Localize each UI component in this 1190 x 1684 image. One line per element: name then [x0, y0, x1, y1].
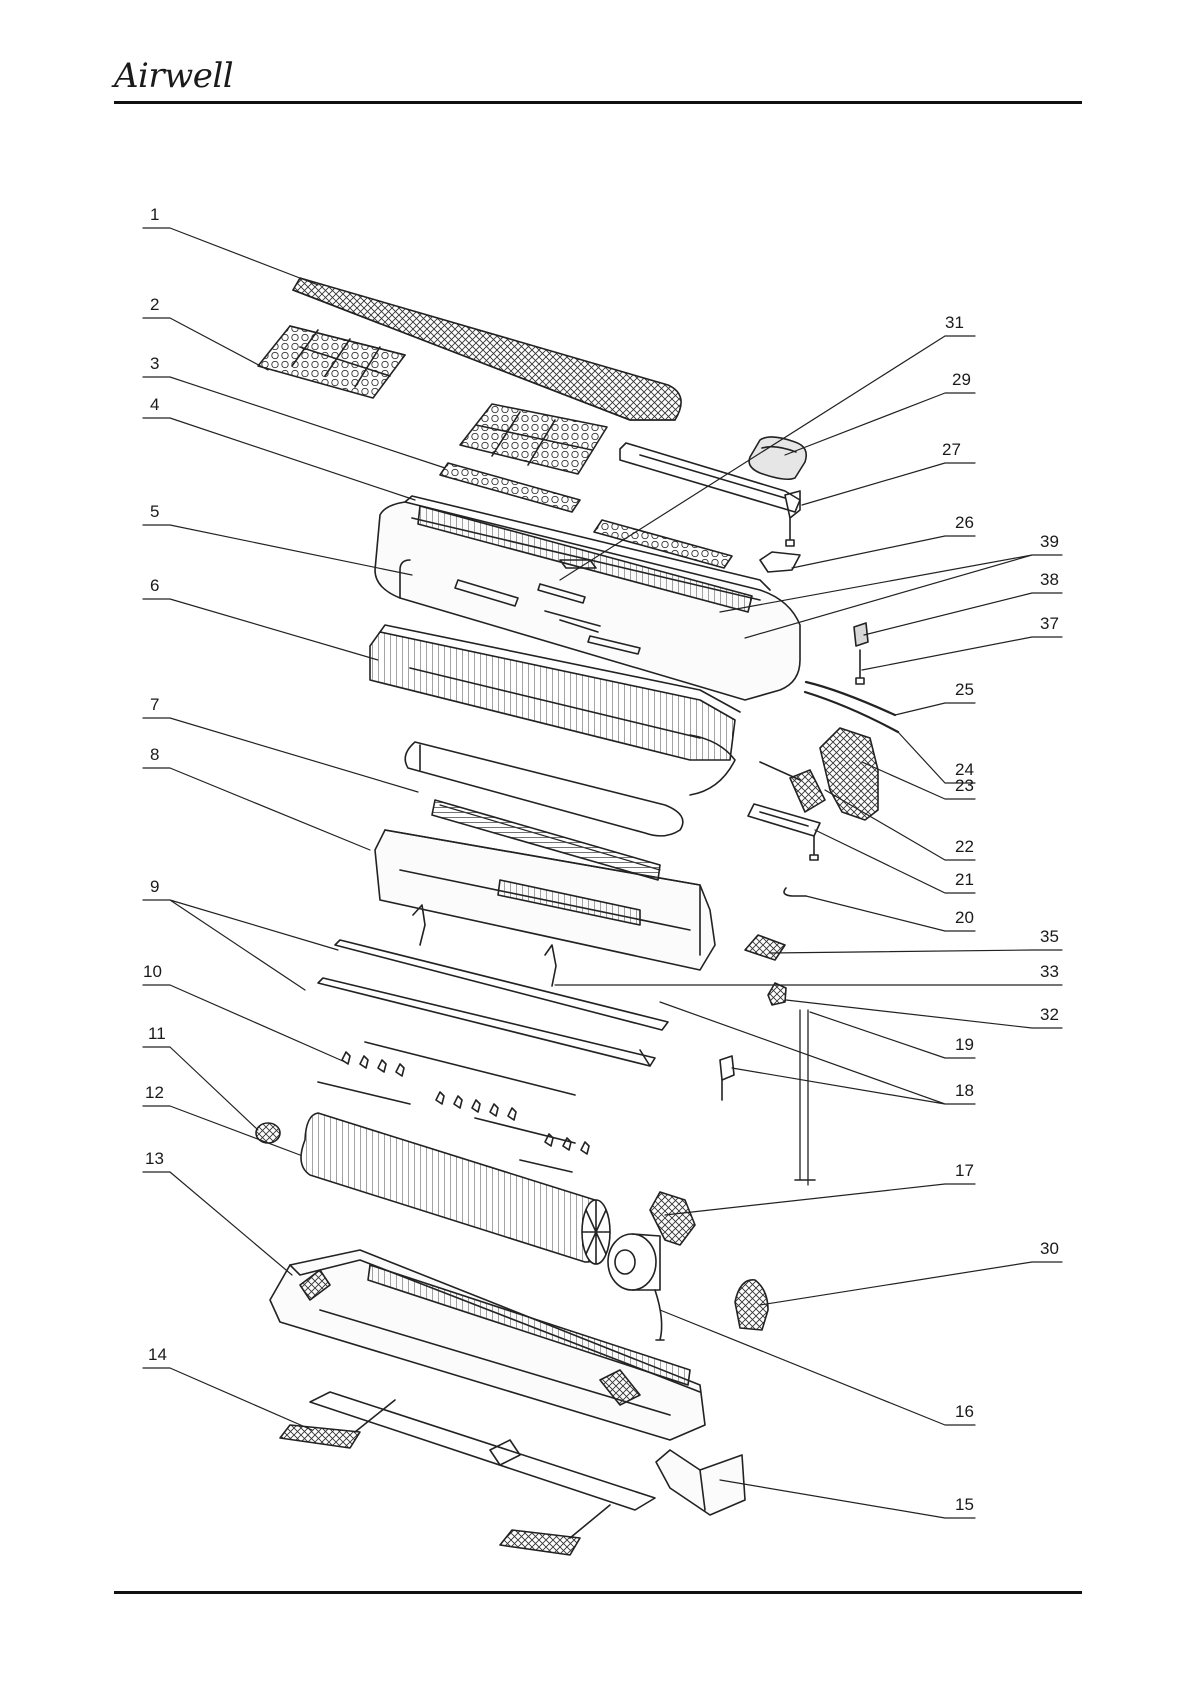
callout-label-19: 19 [955, 1035, 974, 1054]
cross-flow-fan [301, 1113, 610, 1264]
louver-motor-right [545, 945, 556, 986]
callout-label-33: 33 [1040, 962, 1059, 981]
sensor-lead [856, 650, 864, 684]
callout-label-23: 23 [955, 776, 974, 795]
callout-label-35: 35 [1040, 927, 1059, 946]
filter-strip-left [440, 463, 580, 512]
bracket-plate [760, 552, 800, 572]
callout-label-17: 17 [955, 1161, 974, 1180]
small-bracket [745, 935, 785, 960]
callout-label-22: 22 [955, 837, 974, 856]
callout-label-15: 15 [955, 1495, 974, 1514]
callout-label-32: 32 [1040, 1005, 1059, 1024]
thermistor-lead [784, 888, 806, 896]
callout-label-6: 6 [150, 576, 159, 595]
air-filter-left [258, 326, 405, 398]
motor-bracket [650, 1192, 695, 1245]
swing-motor [768, 983, 786, 1005]
callout-label-27: 27 [942, 440, 961, 459]
callout-label-9: 9 [150, 877, 159, 896]
callout-label-39: 39 [1040, 532, 1059, 551]
louver-lower [318, 978, 655, 1066]
callout-label-8: 8 [150, 745, 159, 764]
control-box [760, 728, 878, 820]
step-motor [720, 1056, 734, 1100]
callout-label-11: 11 [148, 1024, 166, 1043]
callout-label-13: 13 [145, 1149, 164, 1168]
callout-label-16: 16 [955, 1402, 974, 1421]
coil-tube [405, 742, 683, 836]
callout-label-10: 10 [143, 962, 162, 981]
remote-control [749, 437, 806, 479]
callout-label-30: 30 [1040, 1239, 1059, 1258]
callout-label-29: 29 [952, 370, 971, 389]
air-filter-right [460, 404, 607, 474]
callout-label-7: 7 [150, 695, 159, 714]
callout-label-26: 26 [955, 513, 974, 532]
callout-label-25: 25 [955, 680, 974, 699]
wiring-harness [795, 1010, 815, 1185]
drain-pan [375, 800, 715, 970]
callout-label-20: 20 [955, 908, 974, 927]
fan-motor [608, 1234, 664, 1340]
electronic-card [748, 804, 820, 860]
callout-label-5: 5 [150, 502, 159, 521]
base-chassis [270, 1250, 705, 1440]
callout-label-37: 37 [1040, 614, 1059, 633]
callout-label-3: 3 [150, 354, 159, 373]
callout-label-4: 4 [150, 395, 159, 414]
callout-label-31: 31 [945, 313, 964, 332]
callout-label-2: 2 [150, 295, 159, 314]
callout-label-21: 21 [955, 870, 974, 889]
callout-label-38: 38 [1040, 570, 1059, 589]
callout-label-1: 1 [150, 205, 159, 224]
louver-motor-left [413, 905, 425, 945]
pipe-lower [805, 692, 898, 732]
callout-label-12: 12 [145, 1083, 164, 1102]
callout-label-14: 14 [148, 1345, 167, 1364]
callout-label-18: 18 [955, 1081, 974, 1100]
